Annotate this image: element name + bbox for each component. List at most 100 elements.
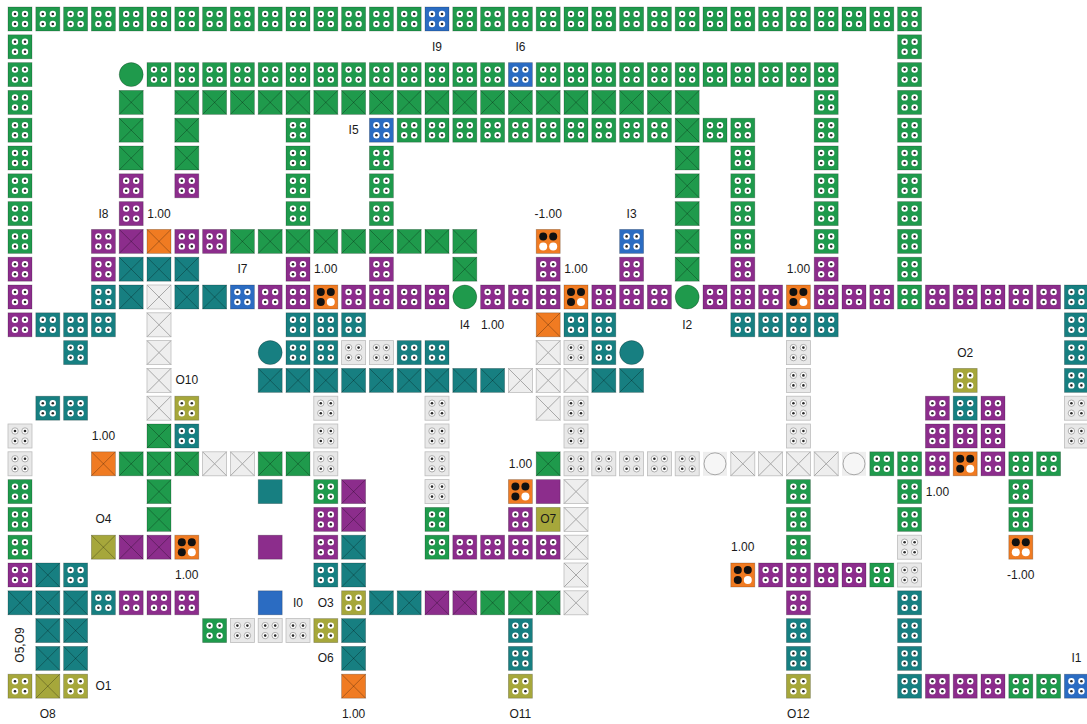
tile-dot-core: [903, 134, 906, 137]
tile-dot: [290, 205, 296, 211]
tile-dot-core: [1015, 291, 1018, 294]
tile-dot: [290, 132, 296, 138]
dotted-tile: [8, 313, 32, 337]
tile: [314, 90, 338, 114]
tile-dot: [373, 21, 379, 27]
tile-dot-core: [357, 13, 360, 16]
tile: [981, 285, 1005, 309]
dotted-tile: [898, 229, 922, 253]
tile-dot-core: [997, 291, 1000, 294]
tile-dot: [540, 66, 546, 72]
tile-dot-core: [792, 329, 795, 332]
tile: [536, 341, 560, 365]
tile-dot: [401, 354, 407, 360]
tile-dot: [772, 11, 778, 17]
tile-dot-core: [663, 134, 666, 137]
tile-dot-core: [997, 301, 1000, 304]
tile-dot-core: [747, 78, 750, 81]
tile-dot: [216, 11, 222, 17]
tile-dot: [901, 243, 907, 249]
tile-dot: [929, 289, 935, 295]
tile-dot-core: [886, 291, 889, 294]
tile: [175, 7, 199, 31]
tile-cross: [453, 257, 477, 281]
tile-dot-core: [135, 207, 138, 210]
tile: [286, 7, 310, 31]
tile-dot-core: [653, 68, 656, 71]
cross-tile: [119, 118, 143, 142]
tile-dot-core: [274, 13, 277, 16]
tile-dot-core: [552, 124, 555, 127]
tile-dot: [22, 215, 28, 221]
tile-dot: [623, 289, 629, 295]
tile-dot-core: [969, 374, 972, 377]
tile-dot-core: [913, 23, 916, 26]
tile-dot: [123, 205, 129, 211]
dotted-tile: [36, 313, 60, 337]
tile-dot: [22, 289, 28, 295]
tile-dot: [206, 21, 212, 27]
dotted-tile: [759, 7, 783, 31]
tile: [647, 90, 671, 114]
tile-dot-core: [514, 23, 517, 26]
tile: [397, 368, 421, 392]
tile-dot: [401, 132, 407, 138]
tile-dot: [790, 382, 796, 388]
tile-dot-core: [24, 124, 27, 127]
tile-dot: [540, 21, 546, 27]
tile-dot-core: [792, 13, 795, 16]
cross-tile: [175, 146, 199, 170]
tile: [286, 174, 310, 198]
tile-dot-core: [24, 51, 27, 54]
tile-dot: [901, 150, 907, 156]
dotted-tile: [898, 285, 922, 309]
tile-dot: [550, 132, 556, 138]
tile-dot: [828, 178, 834, 184]
tile: [369, 285, 393, 309]
tile-cross: [342, 368, 366, 392]
tile-dot: [745, 178, 751, 184]
tile-dot: [151, 76, 157, 82]
tile-dot-core: [747, 329, 750, 332]
tile-dot-core: [347, 68, 350, 71]
tile-dot: [161, 76, 167, 82]
tile-dot: [623, 122, 629, 128]
tile-dot-core: [218, 245, 221, 248]
tile-dot: [355, 327, 361, 333]
tile-dot: [818, 104, 824, 110]
tile-dot: [828, 243, 834, 249]
tile-dot-core: [903, 190, 906, 193]
tile-dot: [707, 76, 713, 82]
tile-dot: [606, 76, 612, 82]
tile-cross: [369, 229, 393, 253]
dotted-tile: [91, 313, 115, 337]
tile-dot-core: [97, 13, 100, 16]
tile-dot: [1023, 299, 1029, 305]
tile-cross: [369, 368, 393, 392]
tile-dot-core: [375, 13, 378, 16]
tile-dot: [12, 188, 18, 194]
tile-dot: [651, 21, 657, 27]
dotted-tile: [731, 146, 755, 170]
dotted-tile: [314, 313, 338, 337]
tile-cross: [119, 229, 143, 253]
tile-dot: [22, 299, 28, 305]
tile-dot-core: [302, 217, 305, 220]
tile-dot-core: [357, 23, 360, 26]
tile-dot-core: [486, 301, 489, 304]
tile-dot-core: [959, 291, 962, 294]
tile-dot: [818, 132, 824, 138]
tile-dot: [1068, 372, 1074, 378]
tile-dot: [745, 132, 751, 138]
dotted-tile: [397, 285, 421, 309]
dotted-tile: [647, 63, 671, 87]
cross-tile: [536, 313, 560, 337]
dotted-tile: [592, 341, 616, 365]
tile-dot-core: [663, 124, 666, 127]
tile-dot: [494, 66, 500, 72]
tile: [675, 118, 699, 142]
tile: [230, 90, 254, 114]
tile: [342, 229, 366, 253]
tile: [1037, 285, 1061, 309]
